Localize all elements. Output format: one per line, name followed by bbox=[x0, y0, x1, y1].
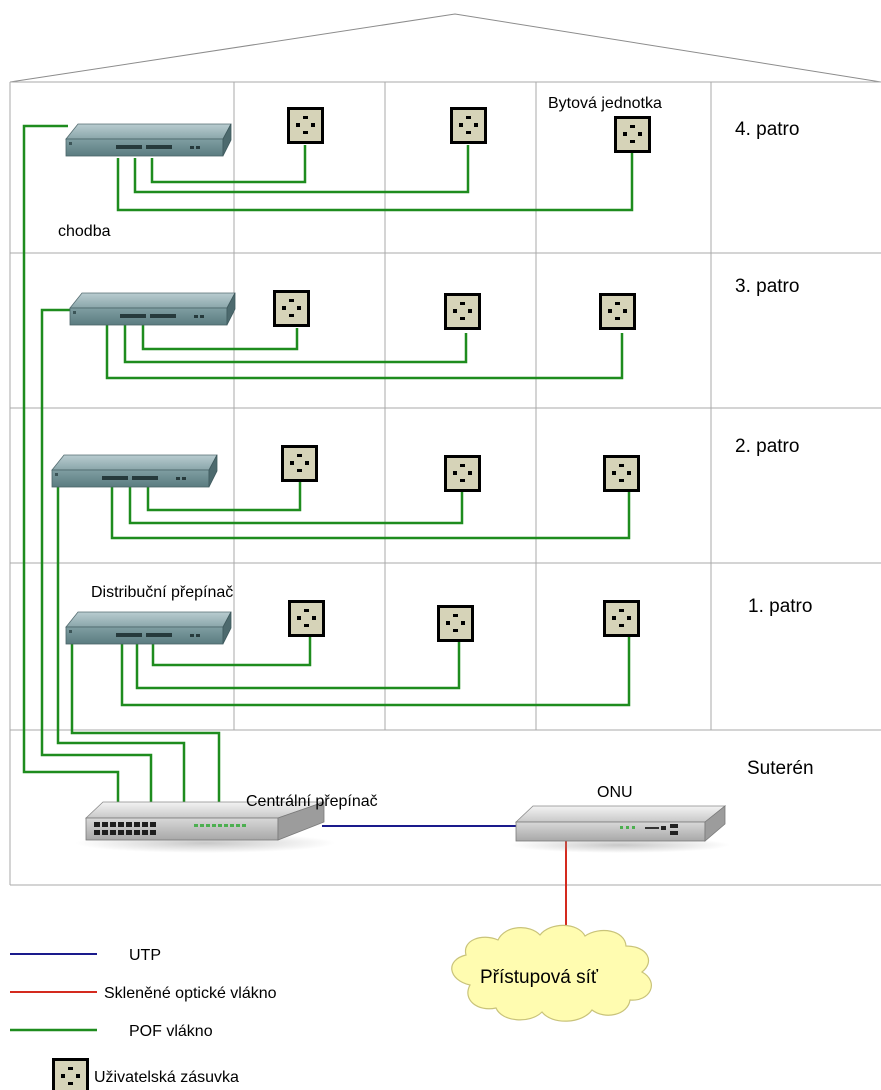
legend-pof-label: POF vlákno bbox=[129, 1023, 213, 1040]
access-network-label: Přístupová síť bbox=[480, 967, 599, 988]
onu-device bbox=[510, 805, 730, 853]
corridor-label: chodba bbox=[58, 223, 111, 240]
socket-icon bbox=[437, 605, 474, 642]
socket-icon bbox=[444, 455, 481, 492]
socket-icon bbox=[288, 600, 325, 637]
socket-icon bbox=[599, 293, 636, 330]
distribution-switch-label: Distribuční přepínač bbox=[91, 584, 233, 601]
socket-icon bbox=[444, 293, 481, 330]
distribution-switch-floor-3 bbox=[69, 292, 236, 326]
legend-socket-label: Uživatelská zásuvka bbox=[94, 1069, 239, 1086]
central-switch bbox=[75, 801, 335, 853]
onu-label: ONU bbox=[597, 784, 633, 801]
socket-icon bbox=[603, 455, 640, 492]
distribution-switch-floor-2 bbox=[51, 454, 218, 488]
floor-label-4: 4. patro bbox=[735, 119, 799, 140]
socket-icon bbox=[614, 116, 651, 153]
floor-label-3: 3. patro bbox=[735, 276, 799, 297]
legend-glass-fiber-label: Skleněné optické vlákno bbox=[104, 985, 277, 1002]
legend-utp-label: UTP bbox=[129, 947, 161, 964]
apartment-unit-label: Bytová jednotka bbox=[548, 95, 662, 112]
socket-icon bbox=[287, 107, 324, 144]
socket-icon bbox=[450, 107, 487, 144]
distribution-switch-floor-1 bbox=[65, 611, 232, 645]
building bbox=[9, 13, 881, 886]
floor-label-1: 1. patro bbox=[748, 596, 812, 617]
legend-socket-icon bbox=[52, 1058, 89, 1090]
floor-label-2: 2. patro bbox=[735, 436, 799, 457]
distribution-switch-floor-4 bbox=[65, 123, 232, 157]
socket-icon bbox=[603, 600, 640, 637]
access-network-cloud bbox=[451, 924, 652, 1022]
pof-links bbox=[10, 124, 634, 1032]
floor-label-basement: Suterén bbox=[747, 758, 814, 779]
socket-icon bbox=[281, 445, 318, 482]
socket-icon bbox=[273, 290, 310, 327]
central-switch-label: Centrální přepínač bbox=[246, 793, 378, 810]
utp-link bbox=[10, 825, 516, 955]
